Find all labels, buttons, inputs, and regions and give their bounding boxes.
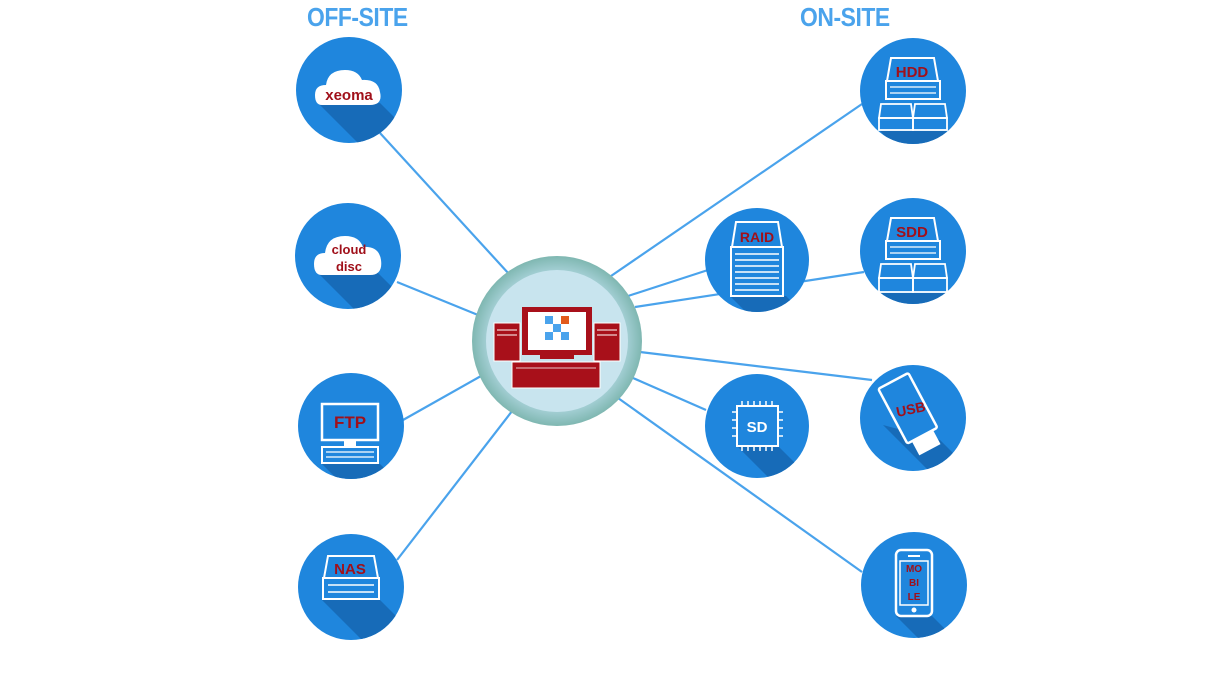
hub-node	[472, 256, 642, 426]
node-label-line: LE	[908, 592, 921, 603]
hdd-node: HDD	[860, 38, 966, 144]
connector-line	[396, 280, 479, 317]
nas-node: NAS	[298, 534, 404, 640]
node-label: HDD	[896, 64, 929, 81]
node-label-line: cloud	[332, 242, 367, 257]
node-label: SDD	[896, 224, 928, 241]
node-label: NAS	[334, 561, 366, 578]
usb-stick-icon	[877, 372, 941, 456]
node-label: RAID	[740, 229, 774, 245]
ftp-node: FTP	[298, 373, 404, 479]
node-label-line: disc	[336, 259, 362, 274]
usb-node: USB	[860, 365, 966, 471]
sdd-node: SDD	[860, 198, 966, 304]
cloud-icon	[314, 236, 382, 275]
cloud-disc-node: cloud disc	[295, 203, 401, 309]
sd-chip-icon	[732, 401, 783, 451]
xeoma-server-icon	[493, 307, 621, 389]
smartphone-icon	[894, 548, 934, 618]
connector-line	[639, 350, 873, 382]
sd-node: SD	[705, 374, 809, 478]
xeoma-node: xeoma	[296, 37, 402, 143]
cloud-icon	[315, 70, 381, 105]
connector-line	[379, 132, 510, 275]
node-label: xeoma	[325, 87, 373, 104]
node-label-line: BI	[909, 578, 919, 589]
raid-rack-icon	[730, 221, 784, 297]
raid-node: RAID	[705, 208, 809, 312]
connector-line	[627, 268, 709, 298]
connector-line	[632, 376, 707, 412]
nas-drive-icon	[322, 555, 380, 600]
monitor-icon	[320, 402, 380, 464]
node-label-line: MO	[906, 564, 922, 575]
connector-line	[396, 405, 517, 561]
on-site-heading: ON-SITE	[800, 2, 890, 32]
node-label: SD	[747, 419, 768, 436]
node-label: FTP	[334, 413, 366, 432]
drive-stack-icon	[877, 217, 949, 293]
connector-line	[610, 103, 863, 277]
drive-stack-icon	[877, 57, 949, 131]
connector-line	[617, 397, 863, 573]
node-label: USB	[895, 398, 927, 420]
off-site-heading: OFF-SITE	[307, 2, 408, 32]
connector-line	[402, 375, 482, 421]
mobile-node: MO BI LE	[861, 532, 967, 638]
